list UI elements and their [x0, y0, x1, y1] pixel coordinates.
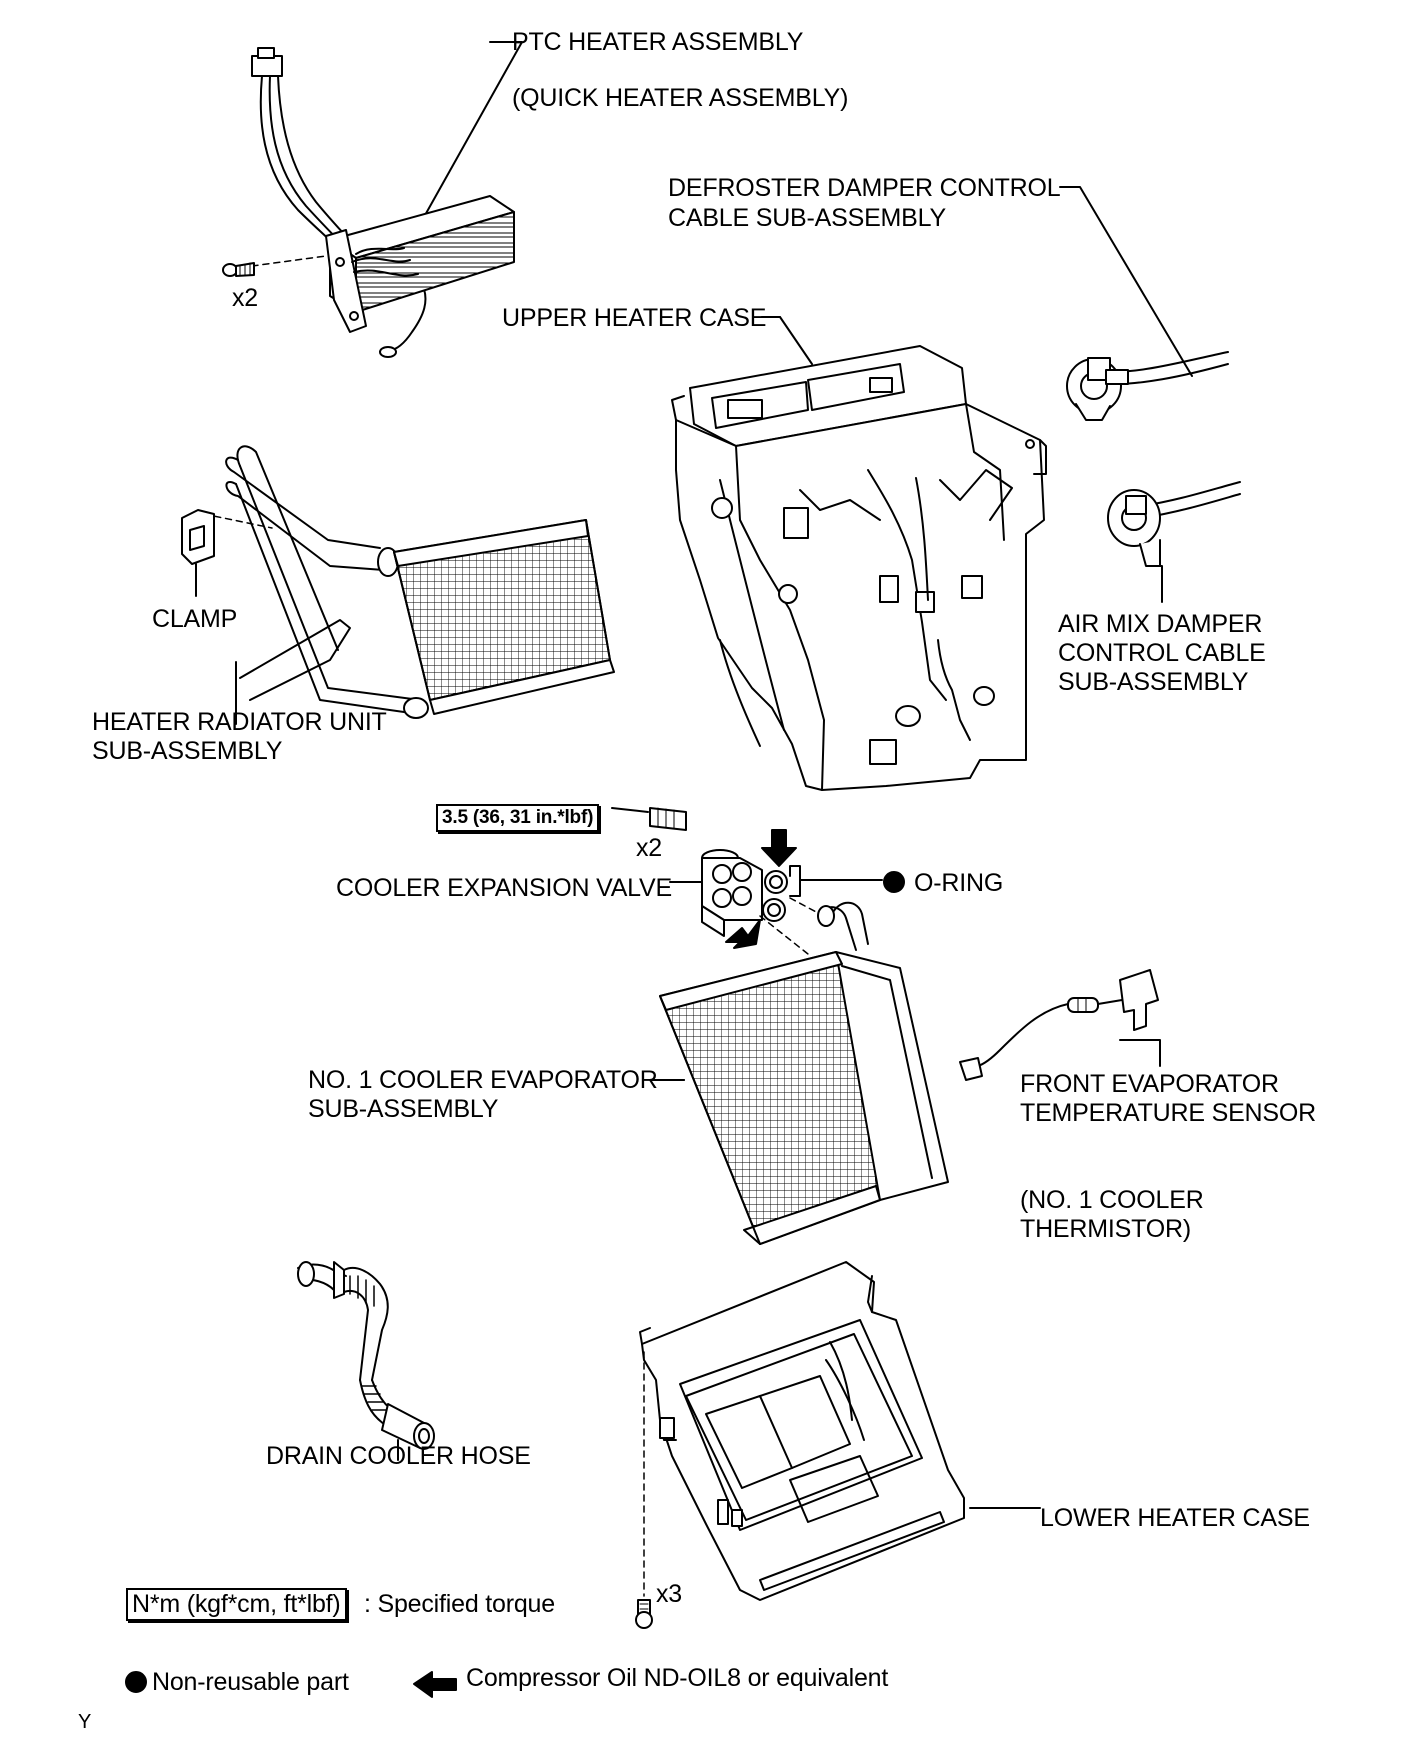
label-evap-sensor-1: FRONT EVAPORATOR	[1020, 1070, 1279, 1098]
front-evaporator-temperature-sensor	[959, 969, 1161, 1081]
ptc-heater-assembly	[222, 41, 523, 358]
figure-code: Y	[78, 1711, 92, 1733]
upper-heater-case	[671, 316, 1047, 791]
label-thermistor-1: (NO. 1 COOLER	[1020, 1186, 1204, 1214]
torque-spec-box: 3.5 (36, 31 in.*lbf)	[436, 804, 600, 832]
label-cooler-expansion-valve: COOLER EXPANSION VALVE	[336, 874, 672, 902]
legend-torque-unit-box: N*m (kgf*cm, ft*lbf)	[126, 1588, 347, 1621]
label-lower-heater-case: LOWER HEATER CASE	[1040, 1504, 1310, 1532]
label-evaporator-1: NO. 1 COOLER EVAPORATOR	[308, 1066, 658, 1094]
label-clamp: CLAMP	[152, 605, 238, 633]
drain-cooler-hose	[297, 1261, 435, 1461]
label-air-mix-cable-2: CONTROL CABLE	[1058, 639, 1266, 667]
label-air-mix-cable-3: SUB-ASSEMBLY	[1058, 668, 1249, 696]
legend-oil-arrow-icon	[413, 1671, 457, 1698]
legend-non-reusable-dot	[125, 1671, 147, 1693]
label-ptc-heater-alt: (QUICK HEATER ASSEMBLY)	[512, 84, 849, 112]
label-upper-heater-case: UPPER HEATER CASE	[502, 304, 767, 332]
heater-radiator-unit	[181, 445, 615, 725]
label-evap-sensor-2: TEMPERATURE SENSOR	[1020, 1099, 1316, 1127]
label-evaporator-2: SUB-ASSEMBLY	[308, 1095, 499, 1123]
cooler-evaporator	[651, 901, 949, 1245]
legend-non-reusable: Non-reusable part	[152, 1668, 349, 1696]
cooler-expansion-valve	[611, 807, 883, 955]
label-defroster-cable-2: CABLE SUB-ASSEMBLY	[668, 204, 946, 232]
label-heater-radiator-1: HEATER RADIATOR UNIT	[92, 708, 387, 736]
label-valve-bolt-qty: x2	[636, 834, 663, 862]
o-ring-non-reusable-dot	[883, 871, 905, 893]
label-drain-hose: DRAIN COOLER HOSE	[266, 1442, 531, 1470]
label-ptc-screw-qty: x2	[232, 284, 259, 312]
legend-compressor-oil: Compressor Oil ND-OIL8 or equivalent	[466, 1664, 889, 1692]
lower-heater-case	[635, 1261, 1041, 1629]
label-air-mix-cable-1: AIR MIX DAMPER	[1058, 610, 1263, 638]
defroster-damper-control-cable	[1059, 186, 1229, 421]
legend-torque-desc: : Specified torque	[364, 1590, 555, 1618]
air-mix-damper-control-cable	[1107, 481, 1241, 603]
label-o-ring: O-RING	[914, 869, 1004, 897]
label-thermistor-2: THERMISTOR)	[1020, 1215, 1191, 1243]
label-defroster-cable-1: DEFROSTER DAMPER CONTROL	[668, 174, 1061, 202]
label-heater-radiator-2: SUB-ASSEMBLY	[92, 737, 283, 765]
label-ptc-heater: PTC HEATER ASSEMBLY	[512, 28, 804, 56]
label-lower-screw-qty: x3	[656, 1580, 683, 1608]
